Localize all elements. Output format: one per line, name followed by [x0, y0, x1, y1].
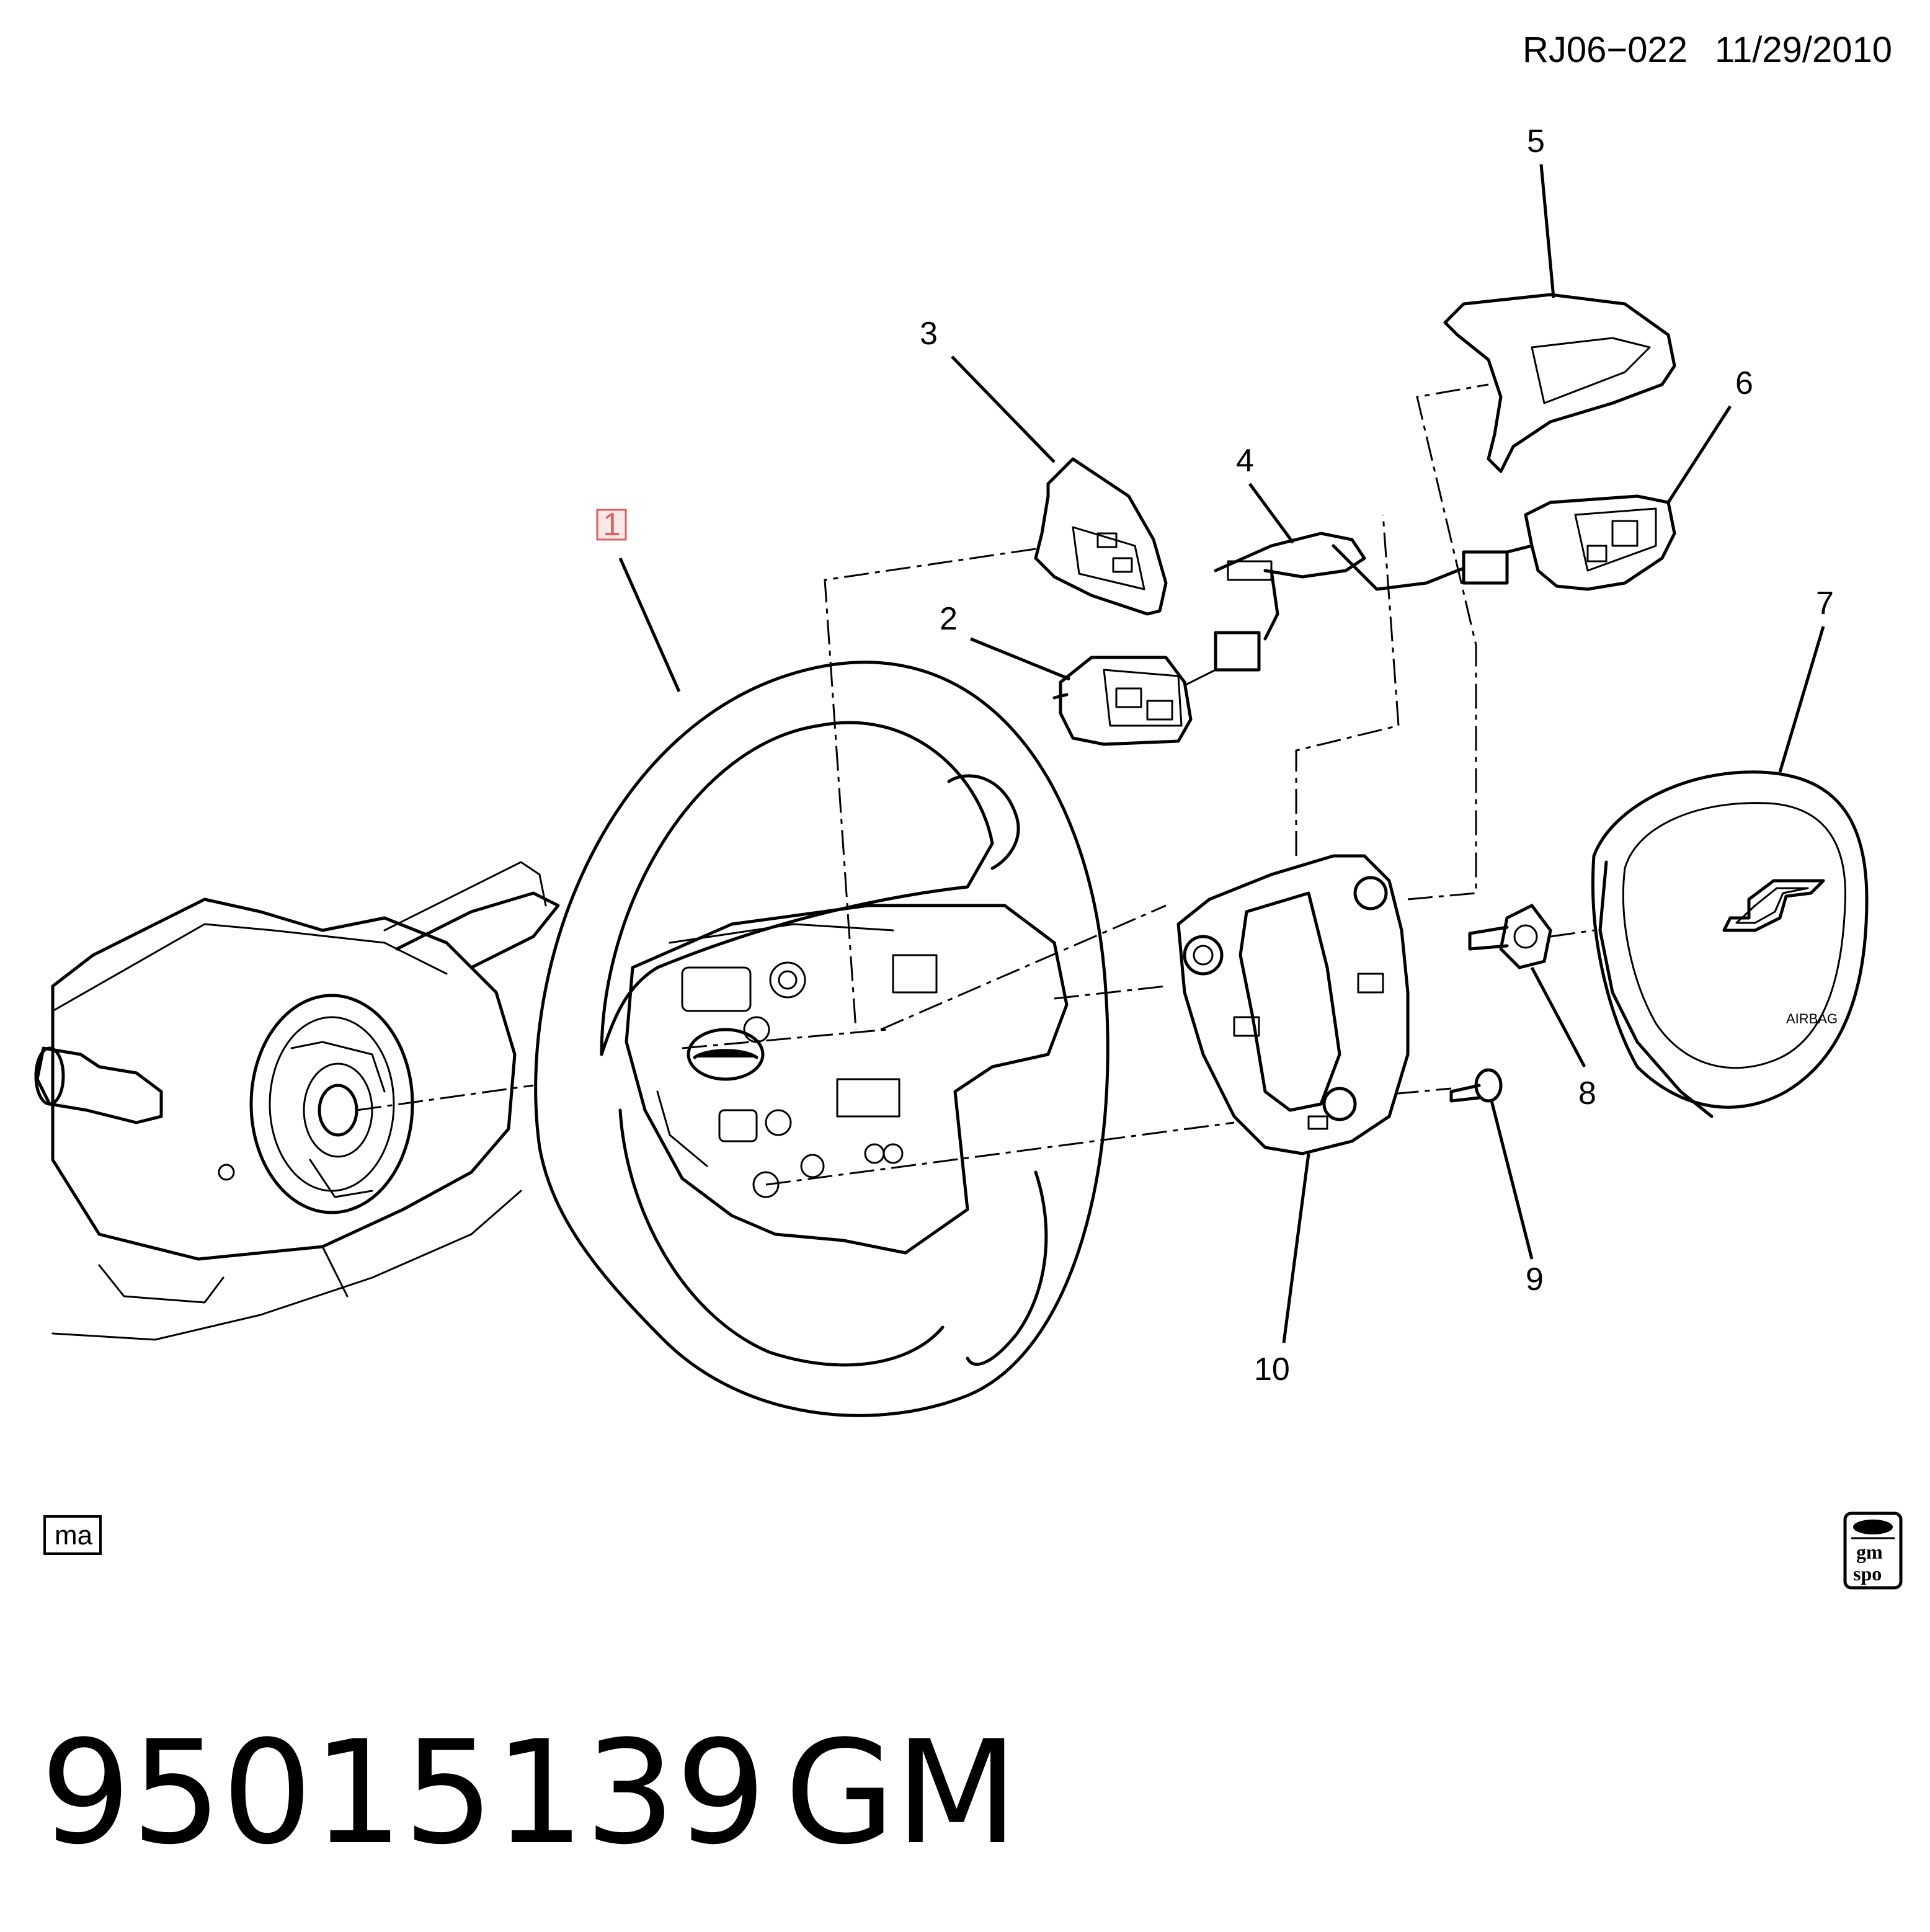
steering-wheel-bracket: [1176, 854, 1410, 1155]
callout-2[interactable]: 2: [940, 601, 958, 637]
airbag-module: AIRBAG: [1591, 770, 1869, 1118]
wiring-harness: [1183, 532, 1509, 687]
gmspo-logo-icon: gm spo: [1843, 1511, 1903, 1590]
left-switch-bezel: [1034, 457, 1168, 616]
wheel-rim-inner-top: [600, 721, 994, 1056]
callout-8[interactable]: 8: [1578, 1075, 1596, 1111]
assembly-lines: [682, 383, 1594, 1186]
callout-leaders: [618, 164, 1825, 1343]
screw-9: [1449, 1068, 1503, 1103]
bolt-8: [1468, 904, 1552, 969]
callout-7[interactable]: 7: [1816, 585, 1834, 621]
callout-5[interactable]: 5: [1527, 123, 1545, 159]
brand-label: GM: [785, 1711, 1018, 1876]
callout-1-highlight: [596, 509, 627, 541]
part-number: 95015139: [40, 1711, 767, 1876]
turn-signal-lever: [35, 1046, 163, 1124]
drawing-date: 11/29/2010: [1715, 30, 1892, 70]
right-switch-bezel: [1443, 293, 1676, 473]
callout-labels: 1 2 3 4 5 6 7 8 9 10: [596, 123, 1834, 1387]
harness-connector-a: [1214, 631, 1261, 672]
wheel-rim-outer: [534, 661, 1110, 1417]
airbag-marking: AIRBAG: [1786, 1011, 1838, 1026]
bowtie-emblem-icon: [1722, 879, 1825, 932]
left-steering-switch: [1052, 656, 1193, 746]
svg-text:ma: ma: [55, 1520, 93, 1551]
clockspring-housing: [249, 994, 414, 1214]
steering-column: [34, 861, 560, 1341]
drawing-id: RJ06−022: [1523, 30, 1688, 70]
svg-text:spo: spo: [1853, 1562, 1882, 1585]
svg-text:gm: gm: [1856, 1541, 1883, 1563]
clockspring-hub: [318, 1084, 358, 1137]
callout-6[interactable]: 6: [1735, 365, 1753, 401]
steering-wheel: [534, 661, 1110, 1417]
wheel-hub: [625, 904, 1069, 1255]
callout-3[interactable]: 3: [920, 316, 938, 352]
right-steering-switch: [1505, 494, 1676, 591]
harness-connector-b: [1462, 550, 1509, 585]
ma-tag: ma: [43, 1515, 102, 1555]
callout-4[interactable]: 4: [1236, 443, 1254, 479]
callout-10[interactable]: 10: [1254, 1351, 1290, 1387]
callout-1[interactable]: 1: [603, 507, 621, 543]
callout-9[interactable]: 9: [1526, 1262, 1544, 1298]
